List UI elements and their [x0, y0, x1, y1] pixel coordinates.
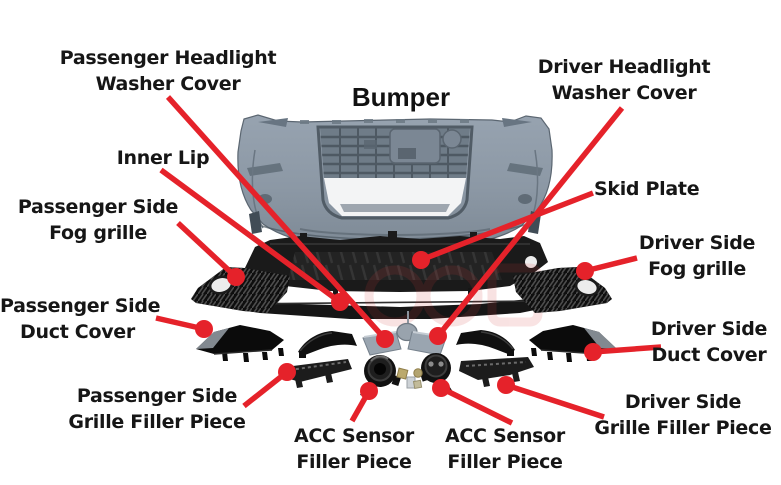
- callout-dot-acc-right: [432, 379, 450, 397]
- callout-dots: [195, 251, 602, 400]
- label-line: Inner Lip: [116, 147, 210, 169]
- callout-dot-skid-plate: [412, 251, 430, 269]
- driver-duct-cover-part: [529, 325, 617, 362]
- skid-plate-part: [243, 231, 548, 292]
- label-passenger-side-duct-cover: Passenger Side Duct Cover: [0, 293, 161, 345]
- label-line: Fog grille: [49, 222, 147, 244]
- callout-line-skid-plate: [420, 190, 594, 263]
- callout-dot-driver-fog: [576, 262, 594, 280]
- passenger-fog-grille-part: [191, 267, 290, 313]
- callout-line-driver-duct: [592, 344, 662, 355]
- label-driver-side-fog-grille: Driver Side Fog grille: [607, 230, 781, 282]
- label-line: Driver Side: [624, 391, 742, 413]
- label-driver-side-duct-cover: Driver Side Duct Cover: [637, 316, 781, 368]
- passenger-grille-filler-part: [283, 359, 352, 388]
- label-skid-plate: Skid Plate: [594, 176, 744, 202]
- callout-line-passenger-grille-filler: [242, 369, 289, 409]
- callout-dot-driver-grille-filler: [497, 376, 515, 394]
- driver-grille-filler-part: [459, 357, 534, 387]
- label-line: Duct Cover: [651, 344, 767, 366]
- callout-lines: [155, 95, 662, 426]
- label-line: Passenger Side: [76, 385, 238, 407]
- label-inner-lip: Inner Lip: [93, 145, 233, 171]
- label-line: Passenger Side: [17, 196, 179, 218]
- label-line: ACC Sensor: [293, 425, 415, 447]
- callout-line-acc-right: [439, 385, 514, 426]
- label-passenger-side-fog-grille: Passenger Side Fog grille: [0, 194, 196, 246]
- callout-dot-passenger-washer: [376, 330, 394, 348]
- callout-dot-inner-lip: [331, 293, 349, 311]
- callout-line-inner-lip: [159, 167, 342, 305]
- label-line: Filler Piece: [296, 451, 412, 473]
- label-line: Driver Side: [650, 318, 768, 340]
- callout-dot-passenger-duct: [195, 320, 213, 338]
- passenger-duct-cover-part: [196, 325, 284, 362]
- hardware-clips-part: [396, 367, 423, 390]
- callout-line-driver-washer: [435, 106, 625, 338]
- label-line: Grille Filler Piece: [68, 411, 246, 433]
- callout-dot-driver-duct: [584, 343, 602, 361]
- callout-dot-passenger-grille-filler: [278, 363, 296, 381]
- label-line: Filler Piece: [447, 451, 563, 473]
- callout-dot-driver-washer: [429, 327, 447, 345]
- callout-line-passenger-fog: [176, 220, 238, 280]
- bumper-part: [237, 114, 553, 246]
- label-line: Skid Plate: [594, 178, 700, 200]
- callout-dot-acc-left: [360, 382, 378, 400]
- label-line: ACC Sensor: [444, 425, 566, 447]
- callout-line-passenger-washer: [165, 95, 388, 341]
- label-line: Fog grille: [648, 258, 746, 280]
- label-line: Washer Cover: [95, 73, 241, 95]
- label-driver-side-grille-filler: Driver Side Grille Filler Piece: [583, 389, 781, 441]
- callout-line-driver-grille-filler: [505, 382, 605, 420]
- label-line: Washer Cover: [551, 82, 697, 104]
- label-line: Driver Headlight: [537, 56, 711, 78]
- label-line: Grille Filler Piece: [594, 417, 772, 439]
- label-passenger-side-grille-filler: Passenger Side Grille Filler Piece: [57, 383, 257, 435]
- passenger-corner-trim-part: [298, 331, 357, 358]
- callout-dot-passenger-fog: [227, 268, 245, 286]
- label-line: Passenger Side: [0, 295, 161, 317]
- label-line: Passenger Headlight: [59, 47, 277, 69]
- label-driver-headlight-washer-cover: Driver Headlight Washer Cover: [514, 54, 734, 106]
- label-acc-sensor-filler-right: ACC Sensor Filler Piece: [405, 423, 605, 475]
- diagram-title: Bumper: [351, 82, 451, 112]
- driver-corner-trim-part: [456, 330, 515, 356]
- label-passenger-headlight-washer-cover: Passenger Headlight Washer Cover: [58, 45, 278, 97]
- label-line: Duct Cover: [20, 321, 135, 343]
- label-acc-sensor-filler-left: ACC Sensor Filler Piece: [254, 423, 454, 475]
- label-line: Driver Side: [638, 232, 756, 254]
